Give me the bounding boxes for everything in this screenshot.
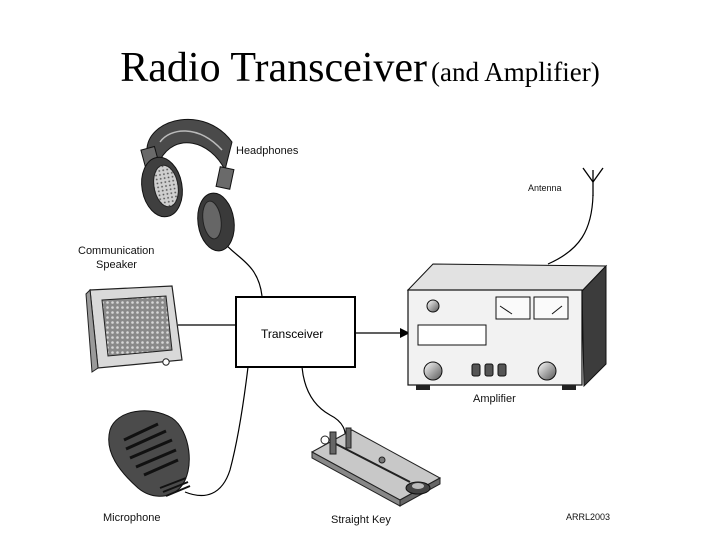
credit-label: ARRL2003 bbox=[566, 512, 610, 522]
signal-arrow bbox=[355, 328, 410, 338]
transceiver-label: Transceiver bbox=[261, 327, 323, 341]
microphone-label: Microphone bbox=[103, 512, 160, 524]
amplifier-label: Amplifier bbox=[473, 393, 516, 405]
antenna-cable bbox=[547, 194, 594, 265]
microphone-cable bbox=[184, 366, 249, 497]
title-main: Radio Transceiver bbox=[120, 45, 428, 91]
headphones-label: Headphones bbox=[236, 145, 299, 157]
straight-key-icon bbox=[310, 427, 442, 507]
amplifier-icon bbox=[406, 263, 608, 390]
microphone-icon bbox=[108, 410, 191, 497]
antenna-icon bbox=[582, 167, 604, 196]
speaker-icon bbox=[85, 285, 183, 373]
straight-key-label: Straight Key bbox=[331, 514, 391, 526]
headphones-icon bbox=[140, 118, 235, 252]
antenna-label: Antenna bbox=[528, 183, 562, 193]
speaker-label-line2: Speaker bbox=[96, 259, 137, 271]
title-sub: (and Amplifier) bbox=[431, 57, 600, 87]
page-title: Radio Transceiver (and Amplifier) bbox=[0, 44, 720, 92]
speaker-label-line1: Communication bbox=[78, 245, 154, 257]
transceiver-box: Transceiver bbox=[235, 296, 356, 368]
headphone-cable bbox=[221, 239, 263, 297]
key-cable bbox=[301, 366, 346, 439]
